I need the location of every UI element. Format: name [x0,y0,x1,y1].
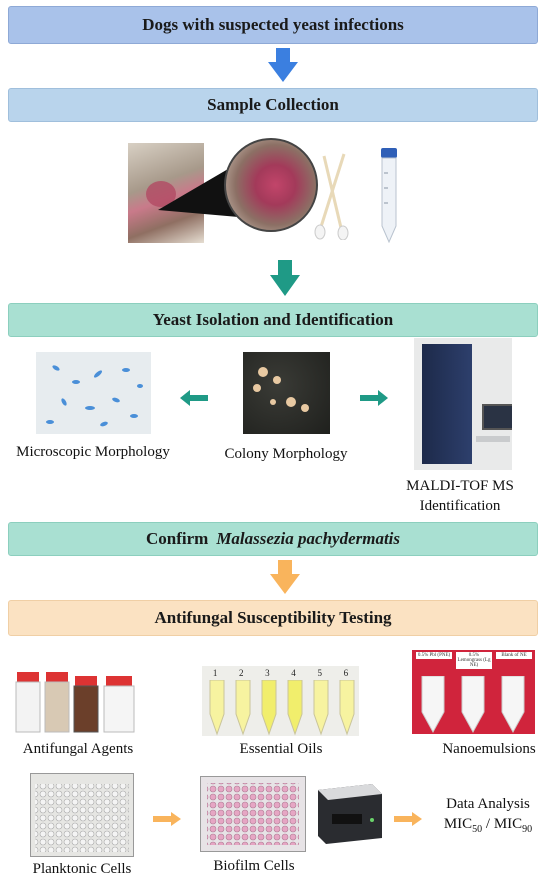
right-arrow-icon [394,812,422,826]
tube-number: 3 [265,668,270,678]
nanoemulsions-photo: 0.5% Pbl (PNE) 0.5% Lemongrass (Lg NE) B… [412,650,535,734]
step-antifungal-band: Antifungal Susceptibility Testing [8,600,538,636]
mic50-sub: 50 [472,824,483,835]
tube-number: 5 [317,668,322,678]
tube-number: 6 [343,668,349,678]
step-confirm-species: Malassezia pachydermatis [216,529,401,548]
step-sample-label: Sample Collection [207,95,339,114]
step-isolation-label: Yeast Isolation and Identification [152,310,394,329]
oils-caption: Essential Oils [239,741,323,757]
nano-tube-label: Blank of NE [496,652,532,659]
cotton-swab-icon [314,153,349,240]
nano-tube-label: 0.5% Lemongrass (Lg NE) [456,652,492,669]
maldi-caption-line2: Identification [419,498,501,514]
tube-number: 1 [212,668,218,678]
planktonic-caption: Planktonic Cells [32,861,132,877]
microscopic-caption: Microscopic Morphology [16,444,170,460]
mic-separator: / MIC [482,816,523,832]
right-arrow-icon [360,390,388,406]
tube-number: 4 [291,668,296,678]
right-arrow-icon [153,812,181,826]
colony-caption: Colony Morphology [224,446,348,462]
left-arrow-icon [180,390,208,406]
microscopic-photo [36,352,151,434]
maldi-instrument-photo [414,338,512,470]
maldi-caption: MALDI-TOF MS Identification [386,476,534,516]
step-dogs-band: Dogs with suspected yeast infections [8,6,538,44]
colony-photo [243,352,330,434]
mic50-prefix: MIC [443,816,473,832]
plate-reader-photo [318,784,382,844]
tube-number-row: 1 2 3 4 5 6 [202,668,359,680]
nano-caption: Nanoemulsions [442,741,536,757]
biofilm-plate-photo [200,776,306,852]
planktonic-plate-photo [30,773,134,857]
data-analysis-line1: Data Analysis [446,796,530,812]
step-confirm-prefix: Confirm [145,529,209,548]
agents-caption: Antifungal Agents [22,741,134,757]
step-antifungal-label: Antifungal Susceptibility Testing [154,608,392,627]
down-arrow-icon [270,560,300,594]
step-dogs-label: Dogs with suspected yeast infections [142,15,404,34]
step-isolation-band: Yeast Isolation and Identification [8,303,538,337]
mic-line: MIC50 / MIC90 [426,814,550,840]
zoom-circle-photo [224,138,318,232]
down-arrow-icon [270,260,300,296]
step-confirm-band: Confirm Malassezia pachydermatis [8,522,538,556]
maldi-caption-line1: MALDI-TOF MS [406,478,514,494]
tube-number: 2 [238,668,244,678]
step-sample-band: Sample Collection [8,88,538,122]
centrifuge-tube-icon [381,148,397,243]
mic90-sub: 90 [522,824,533,835]
data-analysis-caption: Data Analysis MIC50 / MIC90 [426,794,550,840]
biofilm-caption: Biofilm Cells [213,858,295,874]
antifungal-bottles-photo [15,672,135,733]
essential-oils-photo: 1 2 3 4 5 6 [202,666,359,736]
nano-tube-label: 0.5% Pbl (PNE) [416,652,452,659]
down-arrow-icon [268,48,298,82]
